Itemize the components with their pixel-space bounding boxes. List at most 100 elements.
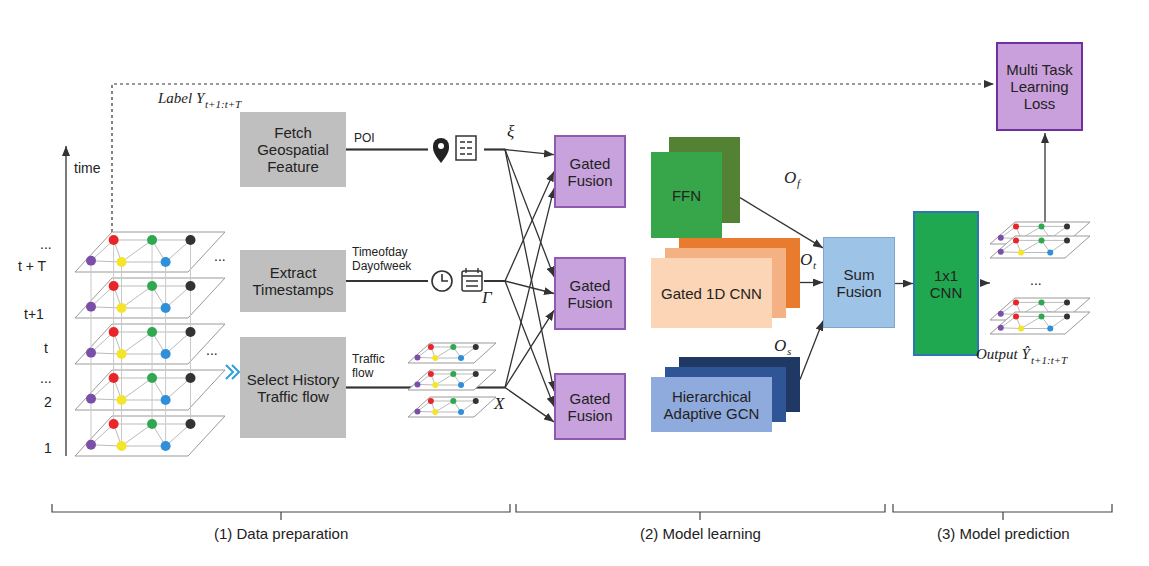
node-text: Gated Fusion	[561, 277, 619, 311]
symbol: O	[774, 336, 786, 355]
ellipsis: ...	[214, 248, 226, 264]
fusion-box: Gated Fusion	[554, 135, 626, 208]
loss-arrow	[1044, 133, 1045, 222]
time-label: t	[44, 340, 48, 356]
time-link	[91, 404, 92, 440]
section-label: (2) Model learning	[640, 525, 761, 542]
node-text: Fetch Geospatial Feature	[245, 124, 341, 175]
time-link	[152, 245, 153, 281]
connector	[800, 282, 823, 283]
subscript: t	[813, 259, 816, 271]
conv-box: 1x1 CNN	[913, 211, 979, 356]
graph-plane	[75, 416, 225, 456]
subscript: s	[787, 345, 791, 357]
time-link	[113, 245, 114, 281]
output-label: Output Ŷ	[976, 346, 1030, 363]
ellipsis: ...	[206, 342, 218, 358]
node-text: Gated 1D CNN	[656, 285, 767, 302]
time-link	[152, 383, 153, 419]
clock-hands	[442, 274, 448, 281]
node-text: Multi Task Learning Loss	[1003, 61, 1076, 112]
time-label: 1	[44, 440, 52, 456]
section-bracket	[516, 504, 885, 520]
node-text: 1x1 CNN	[920, 267, 972, 301]
time-link	[165, 267, 166, 303]
graph-plane	[75, 370, 225, 410]
time-link	[165, 405, 166, 441]
node-text: Sum Fusion	[829, 266, 889, 300]
connector	[800, 321, 823, 380]
output-arrow	[981, 282, 990, 283]
symbol: Γ	[482, 288, 492, 307]
icon-ground	[428, 268, 484, 296]
time-link	[190, 337, 191, 373]
connector	[346, 188, 554, 387]
time-link	[165, 313, 166, 349]
clock-icon	[432, 271, 452, 291]
time-label: t+1	[24, 306, 44, 322]
graph-plane	[75, 278, 225, 318]
axis-label: time	[74, 160, 100, 176]
chevron	[226, 365, 239, 379]
graph-plane	[408, 397, 496, 417]
process-box: Fetch Geospatial Feature	[240, 112, 346, 187]
module-box: FFN	[651, 152, 722, 238]
subscript: t+1:t+T	[1031, 354, 1067, 366]
poi-pin-hole	[438, 143, 444, 149]
loss-box: Multi Task Learning Loss	[996, 42, 1083, 131]
connector	[346, 388, 554, 422]
time-label: 2	[44, 394, 52, 410]
symbol: ξ	[507, 122, 514, 141]
graph-plane	[990, 236, 1090, 258]
graph-plane	[75, 232, 225, 272]
time-link	[190, 245, 191, 281]
edge-label: Timeofday Dayofweek	[352, 245, 424, 273]
node-text: Extract Timestamps	[245, 264, 341, 298]
subscript: f	[797, 177, 800, 189]
graph-plane	[408, 370, 496, 390]
time-link	[152, 291, 153, 327]
time-link	[91, 312, 92, 348]
graph-plane	[408, 343, 496, 363]
time-link	[121, 267, 122, 303]
fusion-box: Sum Fusion	[823, 237, 895, 328]
subscript: t+1:t+T	[205, 98, 241, 110]
connector	[895, 283, 913, 284]
module-box: Gated 1D CNN	[651, 258, 772, 328]
symbol: O	[784, 168, 796, 187]
node-text: Gated Fusion	[561, 390, 619, 424]
module-box: Hierarchical Adaptive GCN	[651, 377, 772, 432]
time-axis	[65, 146, 66, 456]
time-link	[190, 291, 191, 327]
building-windows	[460, 142, 472, 154]
time-link	[113, 383, 114, 419]
edge-label: Traffic flow	[352, 352, 398, 380]
calendar-lines	[462, 268, 482, 286]
connector	[346, 310, 554, 387]
connector	[346, 150, 554, 392]
ellipsis: ...	[1030, 272, 1042, 288]
time-label: t + T	[18, 258, 46, 274]
connector	[346, 172, 554, 282]
graph-plane	[75, 324, 225, 364]
node-text: FFN	[656, 187, 717, 204]
node-text: Hierarchical Adaptive GCN	[656, 388, 767, 422]
node-text: Gated Fusion	[561, 155, 619, 189]
process-box: Extract Timestamps	[240, 250, 346, 312]
poi-pin-icon	[433, 138, 449, 163]
ellipsis: ...	[40, 370, 52, 386]
building-icon	[456, 136, 476, 160]
time-link	[91, 266, 92, 302]
time-link	[113, 291, 114, 327]
time-link	[152, 337, 153, 373]
time-link	[165, 359, 166, 395]
ellipsis: ...	[40, 236, 52, 252]
section-bracket	[52, 504, 510, 520]
time-link	[121, 313, 122, 349]
section-bracket	[893, 504, 1112, 520]
time-link	[190, 383, 191, 419]
section-label: (3) Model prediction	[937, 525, 1070, 542]
fusion-box: Gated Fusion	[554, 257, 626, 330]
edge-label: POI	[354, 131, 375, 145]
